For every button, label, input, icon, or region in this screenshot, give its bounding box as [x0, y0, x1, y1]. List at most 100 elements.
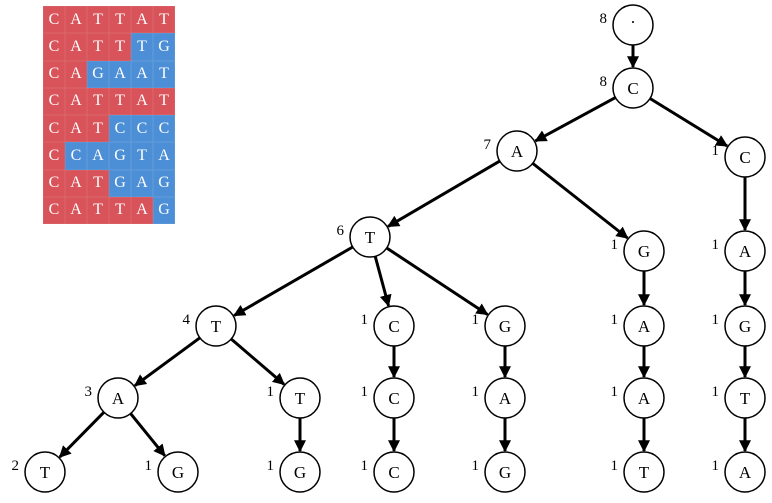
- tree-node-letter: G: [739, 317, 751, 336]
- tree-edge-arrow: [387, 159, 501, 228]
- sequence-cell: A: [109, 60, 131, 88]
- tree-node: A1: [611, 305, 665, 347]
- tree-node-circle: [724, 377, 766, 419]
- tree-node-circle: [623, 451, 665, 493]
- tree-node-circle: [279, 451, 321, 493]
- tree-node-circle: [484, 305, 526, 347]
- tree-node: G1: [611, 230, 665, 272]
- sequence-cell: T: [87, 169, 109, 197]
- tree-node-letter: C: [388, 463, 399, 482]
- tree-node-letter: G: [499, 463, 511, 482]
- sequence-cell: G: [109, 169, 131, 197]
- tree-node-circle: [484, 451, 526, 493]
- tree-node-circle: [484, 377, 526, 419]
- tree-node-count: 4: [183, 312, 191, 328]
- tree-node-circle: [724, 136, 766, 178]
- tree-node-count: 2: [12, 458, 20, 474]
- tree-node-letter: T: [211, 317, 222, 336]
- sequence-cell: C: [43, 115, 65, 143]
- tree-node-count: 1: [611, 458, 619, 474]
- tree-node-count: 1: [472, 384, 480, 400]
- tree-node-circle: [623, 377, 665, 419]
- tree-edge-arrow: [649, 97, 729, 148]
- sequence-cell: T: [153, 60, 175, 88]
- tree-node-letter: G: [172, 463, 184, 482]
- sequence-cell: A: [65, 115, 87, 143]
- tree-node-letter: A: [638, 317, 651, 336]
- tree-node-letter: A: [499, 389, 512, 408]
- tree-node-letter: T: [639, 463, 650, 482]
- tree-node-circle: [97, 377, 139, 419]
- tree-node-count: 1: [712, 237, 720, 253]
- tree-node-circle: [24, 451, 66, 493]
- tree-node-circle: [724, 451, 766, 493]
- tree-node: G1: [267, 451, 321, 493]
- sequence-cell: T: [87, 6, 109, 34]
- sequence-cell: C: [43, 142, 65, 170]
- sequence-cell: G: [87, 60, 109, 88]
- tree-edges: [58, 45, 751, 459]
- tree-node: T1: [611, 451, 665, 493]
- tree-node-letter: A: [638, 389, 651, 408]
- tree-node-circle: [373, 377, 415, 419]
- tree-node-count: 1: [267, 384, 275, 400]
- sequence-cell: T: [109, 33, 131, 61]
- tree-node: T4: [183, 305, 237, 347]
- tree-node: A1: [472, 377, 526, 419]
- sequence-cell: A: [131, 196, 153, 224]
- tree-node-circle: [623, 305, 665, 347]
- sequence-cell: A: [65, 33, 87, 61]
- sequence-cell: A: [87, 142, 109, 170]
- tree-edge-arrow: [133, 336, 201, 387]
- tree-edge-arrow: [534, 96, 617, 143]
- tree-node: A1: [712, 230, 766, 272]
- tree-node-count: 1: [361, 312, 369, 328]
- tree-node-count: 8: [600, 11, 608, 27]
- tree-node-count: 7: [484, 137, 492, 153]
- sequence-cell: A: [131, 60, 153, 88]
- sequence-cell: T: [131, 33, 153, 61]
- tree-node-letter: C: [388, 317, 399, 336]
- tree-node-circle: [612, 67, 654, 109]
- tree-node-circle: [279, 377, 321, 419]
- tree-node: G1: [472, 451, 526, 493]
- tree-node: T1: [267, 377, 321, 419]
- sequence-cell: A: [153, 142, 175, 170]
- sequence-cell: C: [131, 115, 153, 143]
- sequence-cell: T: [87, 87, 109, 115]
- tree-node-circle: [157, 451, 199, 493]
- sequence-cell: A: [65, 169, 87, 197]
- sequence-cell: T: [87, 115, 109, 143]
- tree-node: A7: [484, 130, 538, 172]
- tree-node-letter: C: [627, 79, 638, 98]
- tree-node-letter: G: [294, 463, 306, 482]
- tree-node-letter: A: [739, 463, 752, 482]
- tree-node-count: 1: [611, 312, 619, 328]
- sequence-cell: C: [43, 60, 65, 88]
- sequence-cell: T: [153, 87, 175, 115]
- tree-node-circle: [496, 130, 538, 172]
- tree-node-letter: A: [739, 242, 752, 261]
- sequence-cell: A: [131, 169, 153, 197]
- sequence-cell: C: [43, 87, 65, 115]
- tree-node-letter: T: [295, 389, 306, 408]
- sequence-cell: C: [109, 115, 131, 143]
- tree-node-letter: C: [739, 148, 750, 167]
- tree-node-count: 1: [712, 143, 720, 159]
- sequence-cell: T: [153, 6, 175, 34]
- tree-node: G1: [712, 305, 766, 347]
- tree-edge-arrow: [58, 411, 106, 459]
- sequence-cell: T: [87, 196, 109, 224]
- sequence-cell: T: [109, 87, 131, 115]
- sequence-cell: C: [43, 169, 65, 197]
- tree-node-count: 1: [712, 458, 720, 474]
- sequence-cell: T: [109, 196, 131, 224]
- tree-node: C1: [361, 305, 415, 347]
- sequence-cell: T: [131, 142, 153, 170]
- tree-node: T6: [337, 216, 391, 258]
- tree-node-letter: T: [740, 389, 751, 408]
